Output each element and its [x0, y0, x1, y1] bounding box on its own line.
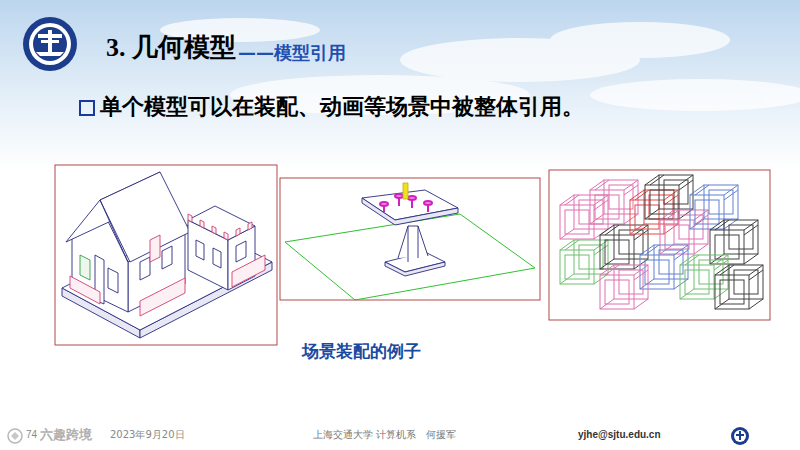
footer-logo: [731, 427, 749, 445]
house-model: [62, 172, 272, 338]
image-panel: [549, 170, 770, 320]
footer-date: 2023年9月20日: [110, 429, 185, 441]
page-number: 74: [26, 429, 37, 441]
subtitle: ——模型引用: [238, 42, 346, 64]
figure-caption: 场景装配的例子: [302, 341, 421, 361]
watermark: 六趣跨境: [40, 427, 92, 443]
university-logo: [23, 17, 77, 71]
cube-lattice: [560, 175, 763, 309]
watermark-icon: [8, 429, 22, 443]
image-panel: [55, 165, 277, 345]
bullet-text: 单个模型可以在装配、动画等场景中被整体引用。: [100, 94, 584, 120]
footer-author: 上海交通大学 计算机系 何援军: [313, 429, 456, 441]
slide-title: 3. 几何模型: [106, 32, 236, 63]
fence-walls: [70, 214, 265, 316]
footer-email: yjhe@sjtu.edu.cn: [578, 429, 661, 441]
table-model: [285, 183, 535, 300]
bullet-square: [80, 101, 94, 115]
image-panel: [280, 178, 540, 300]
